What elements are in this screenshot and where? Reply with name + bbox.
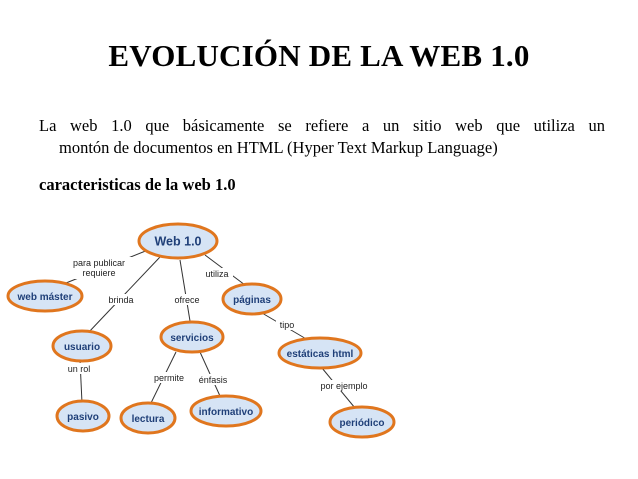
node-servicios: servicios xyxy=(159,320,225,354)
edge-label-requiere: requiere xyxy=(82,268,115,278)
node-paginas-label: páginas xyxy=(233,295,271,306)
edge-label-permite: permite xyxy=(154,373,184,383)
node-webmaster: web máster xyxy=(6,279,84,313)
intro-paragraph-line-1: La web 1.0 que básicamente se refiere a … xyxy=(39,116,605,135)
edge-label-utiliza: utiliza xyxy=(205,269,228,279)
node-pasivo: pasivo xyxy=(55,399,111,433)
intro-paragraph: La web 1.0 que básicamente se refiere a … xyxy=(39,115,605,159)
edge-label-un-rol: un rol xyxy=(68,364,91,374)
node-web-label: Web 1.0 xyxy=(154,235,201,249)
node-usuario-label: usuario xyxy=(64,342,100,353)
node-webmaster-label: web máster xyxy=(16,292,72,303)
node-periodico: periódico xyxy=(328,405,396,439)
node-estaticas-label: estáticas html xyxy=(287,349,354,360)
edge-label-brinda: brinda xyxy=(108,295,133,305)
edge-label-por-ejemplo: por ejemplo xyxy=(320,381,367,391)
node-paginas: páginas xyxy=(221,282,283,316)
page-title: EVOLUCIÓN DE LA WEB 1.0 xyxy=(108,38,530,73)
node-estaticas: estáticas html xyxy=(277,336,363,370)
node-lectura-label: lectura xyxy=(132,414,165,425)
edge-label-tipo: tipo xyxy=(280,320,295,330)
node-pasivo-label: pasivo xyxy=(67,412,99,423)
node-informativo-label: informativo xyxy=(199,407,253,418)
node-servicios-label: servicios xyxy=(170,333,214,344)
edge-label-para-publicar: para publicar xyxy=(73,258,125,268)
node-lectura: lectura xyxy=(119,401,177,435)
node-periodico-label: periódico xyxy=(339,418,384,429)
node-informativo: informativo xyxy=(189,394,263,428)
node-web: Web 1.0 xyxy=(137,222,219,260)
edge-label-ofrece: ofrece xyxy=(174,295,199,305)
concept-map-edge-labels: para publicar requiere brinda ofrece uti… xyxy=(64,257,372,391)
intro-paragraph-line-2: montón de documentos en HTML (Hyper Text… xyxy=(59,138,498,157)
section-subtitle: caracteristicas de la web 1.0 xyxy=(39,175,236,194)
edge-label-enfasis: énfasis xyxy=(199,375,228,385)
node-usuario: usuario xyxy=(51,329,113,363)
edge-web-servicios xyxy=(179,259,191,322)
